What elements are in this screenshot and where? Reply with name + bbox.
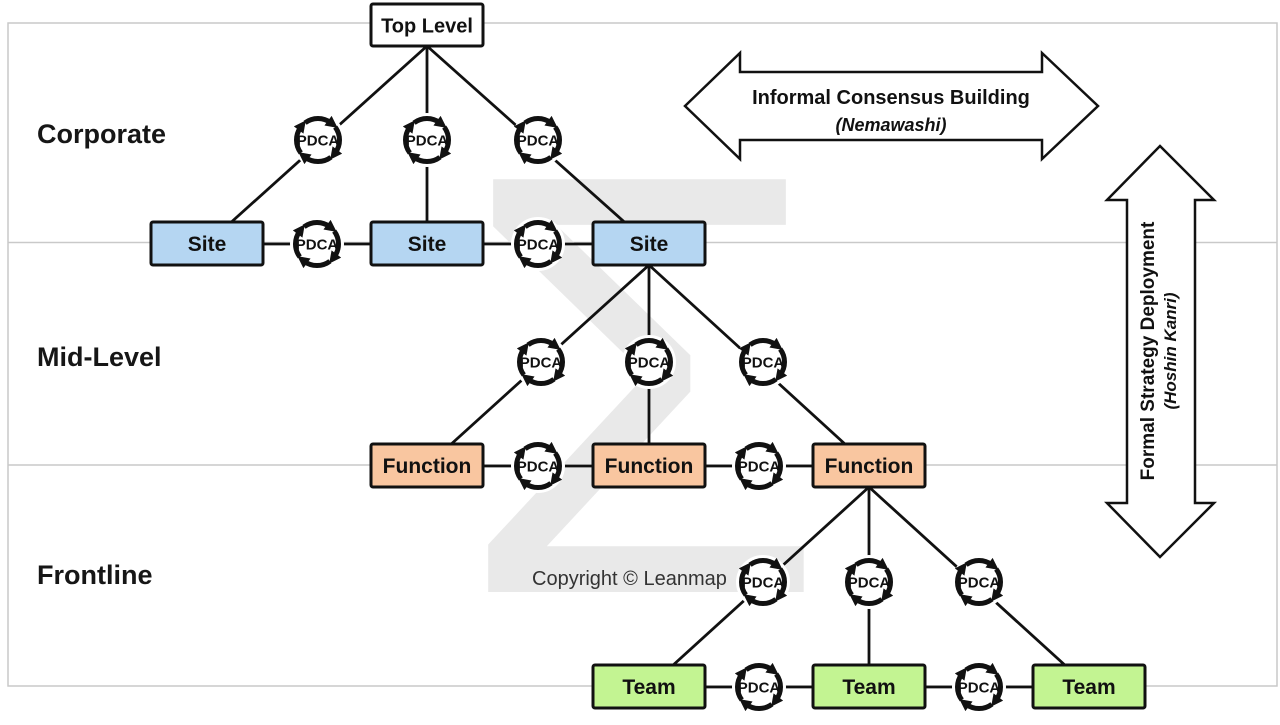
- pdca-cycle-icon: PDCA: [842, 555, 896, 609]
- pdca-label: PDCA: [296, 237, 339, 254]
- double-arrow-shape: [1104, 144, 1218, 559]
- pdca-label: PDCA: [517, 237, 560, 254]
- hoshin-kanri-arrow: Formal Strategy Deployment(Hoshin Kanri): [1104, 144, 1218, 559]
- pdca-label: PDCA: [628, 355, 671, 372]
- pdca-cycle-icon: PDCA: [736, 555, 790, 609]
- double-arrow-shape: [683, 50, 1100, 162]
- node-team-2: Team: [811, 663, 927, 710]
- node-team-1: Team: [591, 663, 707, 710]
- pdca-label: PDCA: [517, 133, 560, 150]
- pdca-cycle-icon: PDCA: [511, 217, 565, 271]
- pdca-cycle-icon: PDCA: [400, 113, 454, 167]
- node-label: Function: [383, 455, 472, 478]
- node-label: Function: [605, 455, 694, 478]
- pdca-label: PDCA: [848, 575, 891, 592]
- pdca-cycle-icon: PDCA: [622, 335, 676, 389]
- pdca-cycle-icon: PDCA: [290, 217, 344, 271]
- pdca-cycle-icon: PDCA: [511, 113, 565, 167]
- pdca-label: PDCA: [406, 133, 449, 150]
- node-site-2: Site: [369, 220, 485, 267]
- nemawashi-arrow-subtitle: (Nemawashi): [835, 115, 946, 135]
- pdca-cycle-icon: PDCA: [736, 335, 790, 389]
- node-label: Team: [1062, 676, 1115, 699]
- node-site-3: Site: [591, 220, 707, 267]
- node-label: Team: [622, 676, 675, 699]
- node-top-level: Top Level: [369, 2, 485, 48]
- row-label-corporate: Corporate: [37, 119, 166, 149]
- pdca-label: PDCA: [958, 575, 1001, 592]
- row-label-frontline: Frontline: [37, 560, 153, 590]
- pdca-label: PDCA: [520, 355, 563, 372]
- nemawashi-arrow: Informal Consensus Building (Nemawashi): [683, 50, 1100, 162]
- node-function-3: Function: [811, 442, 927, 489]
- pdca-cycle-icon: PDCA: [732, 439, 786, 493]
- node-team-3: Team: [1031, 663, 1147, 710]
- node-label: Top Level: [381, 16, 473, 38]
- pdca-cycle-icon: PDCA: [291, 113, 345, 167]
- pdca-label: PDCA: [738, 680, 781, 697]
- pdca-cycle-icon: PDCA: [732, 660, 786, 714]
- node-label: Site: [630, 233, 669, 256]
- hoshin-arrow-subtitle: (Hoshin Kanri): [1161, 292, 1180, 409]
- pdca-label: PDCA: [742, 355, 785, 372]
- copyright-text: Copyright © Leanmap: [532, 568, 727, 590]
- node-label: Function: [825, 455, 914, 478]
- pdca-label: PDCA: [742, 575, 785, 592]
- pdca-cycle-icon: PDCA: [952, 660, 1006, 714]
- pdca-label: PDCA: [517, 459, 560, 476]
- pdca-cycle-icon: PDCA: [952, 555, 1006, 609]
- pdca-cycle-icon: PDCA: [514, 335, 568, 389]
- node-function-1: Function: [369, 442, 485, 489]
- node-label: Site: [188, 233, 227, 256]
- hoshin-arrow-title: Formal Strategy Deployment: [1138, 221, 1159, 480]
- row-label-midlevel: Mid-Level: [37, 342, 162, 372]
- node-function-2: Function: [591, 442, 707, 489]
- node-site-1: Site: [149, 220, 265, 267]
- nemawashi-arrow-title: Informal Consensus Building: [752, 87, 1030, 109]
- node-label: Team: [842, 676, 895, 699]
- pdca-label: PDCA: [738, 459, 781, 476]
- pdca-label: PDCA: [297, 133, 340, 150]
- node-label: Site: [408, 233, 447, 256]
- pdca-label: PDCA: [958, 680, 1001, 697]
- pdca-cycle-icon: PDCA: [511, 439, 565, 493]
